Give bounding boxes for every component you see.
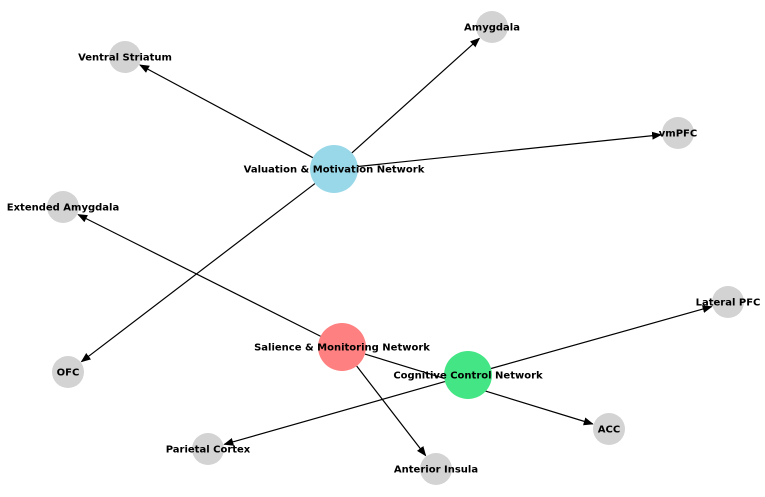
edge-salience-to-extended-amygdala: [77, 214, 321, 337]
node-label-extended-amygdala: Extended Amygdala: [7, 203, 119, 214]
edges-layer: [77, 37, 713, 457]
edge-valuation-to-amygdala: [351, 37, 481, 154]
edge-cognitive-to-parietal-cortex: [223, 380, 446, 446]
node-ventral-striatum[interactable]: [109, 41, 141, 73]
node-ofc[interactable]: [52, 356, 84, 388]
edge-salience-to-anterior-insula: [356, 365, 427, 457]
edge-valuation-to-ofc: [80, 183, 316, 363]
edge-valuation-to-ventral-striatum: [139, 64, 314, 159]
node-extended-amygdala[interactable]: [47, 191, 79, 223]
node-label-acc: ACC: [598, 425, 620, 436]
node-label-anterior-insula: Anterior Insula: [394, 465, 478, 476]
edge-valuation-to-vmpfc: [357, 131, 663, 168]
node-cognitive[interactable]: [444, 351, 492, 399]
nodes-layer: [47, 11, 744, 485]
node-vmpfc[interactable]: [662, 117, 694, 149]
edge-cognitive-to-lateral-pfc: [490, 305, 713, 370]
node-parietal-cortex[interactable]: [192, 433, 224, 465]
node-salience[interactable]: [318, 323, 366, 371]
node-label-ventral-striatum: Ventral Striatum: [78, 53, 172, 64]
node-label-cognitive: Cognitive Control Network: [393, 371, 543, 382]
node-acc[interactable]: [593, 413, 625, 445]
node-label-ofc: OFC: [57, 368, 80, 379]
node-valuation[interactable]: [310, 145, 358, 193]
node-label-valuation: Valuation & Motivation Network: [244, 165, 425, 176]
node-label-amygdala: Amygdala: [464, 23, 520, 34]
node-amygdala[interactable]: [476, 11, 508, 43]
node-lateral-pfc[interactable]: [712, 286, 744, 318]
node-anterior-insula[interactable]: [420, 453, 452, 485]
node-label-parietal-cortex: Parietal Cortex: [166, 445, 251, 456]
node-label-salience: Salience & Monitoring Network: [254, 343, 430, 354]
node-label-vmpfc: vmPFC: [659, 129, 697, 140]
node-label-lateral-pfc: Lateral PFC: [696, 298, 761, 309]
